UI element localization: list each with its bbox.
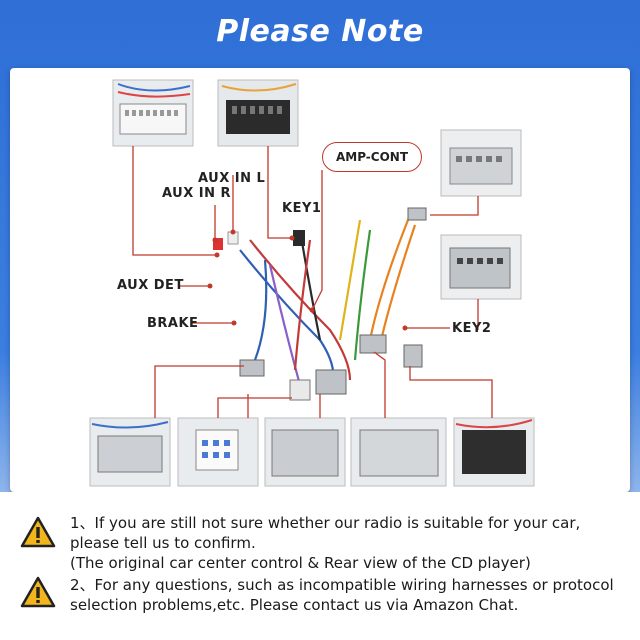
connector-photo-bottom-4 — [350, 417, 447, 487]
label-aux-in-l: AUX IN L — [198, 171, 266, 186]
harness-connectors — [213, 207, 427, 401]
note-2-line-2: selection problems,etc. Please contact u… — [70, 596, 519, 614]
label-aux-det: AUX DET — [117, 278, 184, 293]
note-2-line-1: 2、For any questions, such as incompatibl… — [70, 576, 614, 594]
note-1-line-3: (The original car center control & Rear … — [70, 554, 531, 572]
label-key1: KEY1 — [282, 201, 322, 216]
page-title: Please Note — [216, 14, 424, 49]
wire-harness — [239, 214, 417, 391]
connector-photo-bottom-1 — [89, 417, 171, 487]
label-amp-cont: AMP-CONT — [322, 142, 422, 172]
connector-photo-bottom-2 — [177, 417, 259, 487]
notes-section — [0, 492, 640, 640]
note-1-line-2: please tell us to confirm. — [70, 534, 256, 552]
connector-photo-right — [440, 234, 522, 300]
callout-dots — [207, 229, 408, 331]
connector-photo-top-left — [112, 79, 194, 147]
label-aux-in-r: AUX IN R — [162, 186, 232, 201]
connector-photo-top-middle — [217, 79, 299, 147]
callout-lines — [132, 146, 493, 418]
note-1-line-1: 1、If you are still not sure whether our … — [70, 514, 581, 532]
label-brake: BRAKE — [147, 316, 199, 331]
warning-icon — [20, 516, 56, 548]
connector-photo-bottom-3 — [264, 417, 346, 487]
connector-photo-bottom-5 — [453, 417, 535, 487]
warning-icon — [20, 576, 56, 608]
connector-photo-top-right — [440, 129, 522, 197]
label-key2: KEY2 — [452, 321, 492, 336]
